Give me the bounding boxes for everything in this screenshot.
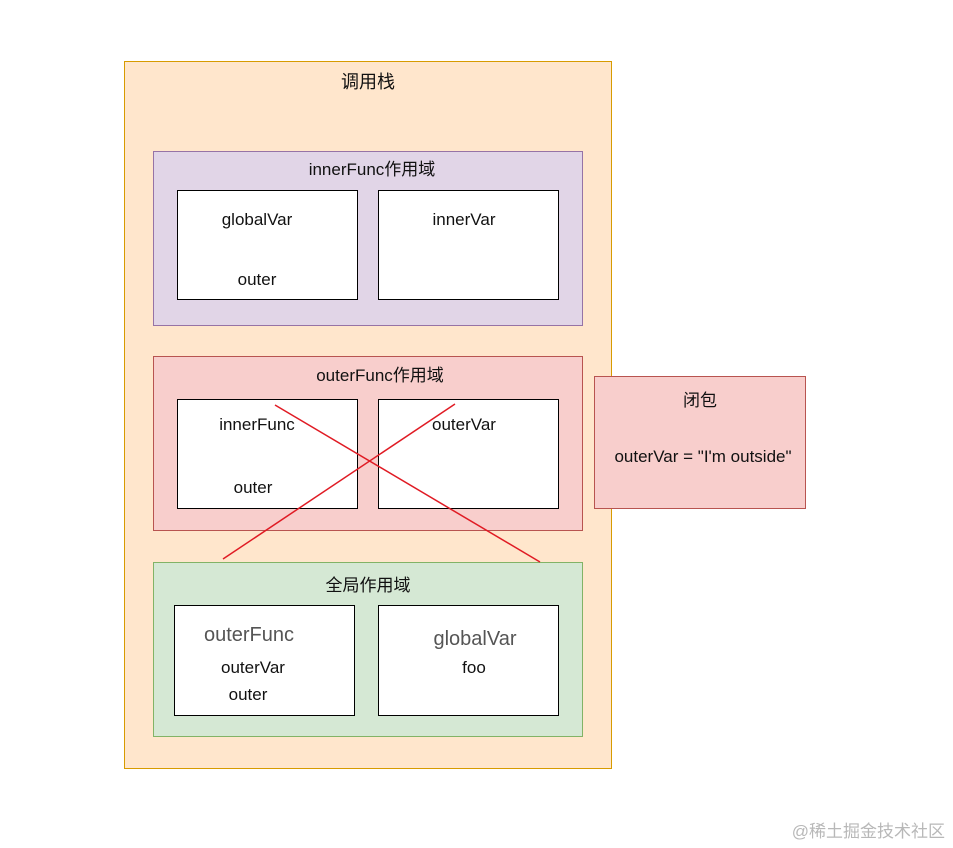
global-right-item: globalVar: [433, 628, 517, 650]
global-scope-left-box: [174, 605, 355, 716]
outer-right-item: outerVar: [432, 415, 496, 434]
watermark: @稀土掘金技术社区: [791, 822, 945, 841]
global-scope-right-box: [378, 605, 559, 716]
outer-left-item: innerFunc: [219, 415, 295, 434]
closure-title: 闭包: [683, 391, 717, 410]
global-right-item: foo: [462, 658, 486, 677]
closure-box: [594, 376, 806, 509]
inner-left-item: globalVar: [221, 210, 293, 229]
global-scope-title: 全局作用域: [325, 576, 411, 595]
inner-left-item: outer: [237, 270, 277, 289]
global-left-item: outerFunc: [203, 624, 295, 646]
inner-scope-right-box: [378, 190, 559, 300]
inner-scope-title: innerFunc作用域: [308, 160, 436, 179]
outer-left-item: outer: [233, 478, 273, 497]
global-left-item: outer: [228, 685, 268, 704]
outer-scope-title: outerFunc作用域: [316, 366, 444, 385]
global-left-item: outerVar: [221, 658, 285, 677]
inner-scope-left-box: [177, 190, 358, 300]
call-stack-title: 调用栈: [341, 72, 395, 92]
inner-right-item: innerVar: [432, 210, 496, 229]
closure-content: outerVar = "I'm outside": [614, 447, 792, 466]
